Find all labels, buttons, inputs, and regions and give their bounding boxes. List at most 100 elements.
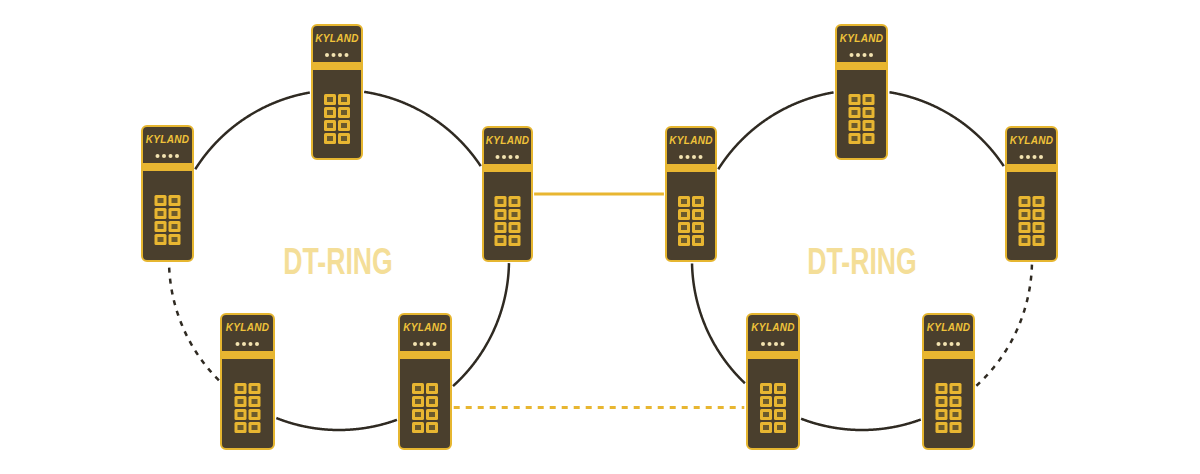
port-socket (695, 225, 701, 230)
status-led (345, 53, 349, 57)
port-socket (1036, 199, 1042, 204)
ethernet-port (324, 133, 336, 144)
ethernet-port (1019, 196, 1031, 207)
port-socket (512, 199, 518, 204)
brand-logo: KYLAND (1007, 135, 1056, 146)
ethernet-port (235, 396, 247, 407)
port-socket (238, 399, 244, 404)
status-led (781, 342, 785, 346)
status-led (496, 155, 500, 159)
port-socket (429, 412, 435, 417)
ethernet-port (678, 222, 690, 233)
accent-band (748, 351, 798, 359)
port-socket (158, 211, 164, 216)
ethernet-port (426, 422, 438, 433)
switch-face (837, 26, 886, 158)
port-socket (172, 224, 178, 229)
port-socket (777, 425, 783, 430)
ethernet-port (678, 209, 690, 220)
status-led (850, 53, 854, 57)
ring-link (976, 263, 1032, 386)
status-led (1026, 155, 1030, 159)
switch-face (1007, 128, 1056, 260)
ethernet-port (249, 383, 261, 394)
ethernet-port (950, 422, 962, 433)
port-socket (498, 212, 504, 217)
switch-node: KYLAND (1005, 126, 1058, 262)
brand-logo: KYLAND (667, 135, 715, 146)
port-socket (172, 198, 178, 203)
ethernet-port (774, 396, 786, 407)
port-socket (866, 123, 872, 128)
status-led (761, 342, 765, 346)
ethernet-port (1033, 209, 1045, 220)
port-socket (852, 110, 858, 115)
port-socket (327, 136, 333, 141)
port-socket (341, 97, 347, 102)
switch-node: KYLAND (311, 24, 363, 160)
status-led (1039, 155, 1043, 159)
ethernet-port (155, 208, 167, 219)
accent-band (924, 351, 973, 359)
switch-face (400, 315, 450, 448)
port-socket (158, 198, 164, 203)
ethernet-port (774, 409, 786, 420)
brand-logo: KYLAND (748, 322, 798, 333)
switch-face (143, 127, 192, 260)
ethernet-port (338, 120, 350, 131)
ethernet-port (692, 235, 704, 246)
ethernet-port (495, 235, 507, 246)
status-led (774, 342, 778, 346)
ethernet-port (849, 94, 861, 105)
ethernet-port (760, 409, 772, 420)
port-socket (953, 412, 959, 417)
ethernet-port (760, 422, 772, 433)
ethernet-port (936, 422, 948, 433)
port-socket (939, 386, 945, 391)
ethernet-port (863, 133, 875, 144)
port-socket (327, 110, 333, 115)
port-socket (429, 425, 435, 430)
port-socket (681, 212, 687, 217)
switch-node: KYLAND (141, 125, 194, 262)
port-socket (512, 238, 518, 243)
ethernet-port (495, 222, 507, 233)
port-socket (238, 425, 244, 430)
switch-node: KYLAND (220, 313, 275, 450)
ethernet-port (1019, 222, 1031, 233)
port-socket (327, 97, 333, 102)
status-led (325, 53, 329, 57)
port-socket (866, 97, 872, 102)
status-led (856, 53, 860, 57)
ethernet-port (692, 196, 704, 207)
ethernet-port (249, 422, 261, 433)
port-socket (695, 199, 701, 204)
brand-logo: KYLAND (837, 33, 886, 44)
ethernet-port (412, 396, 424, 407)
ethernet-port (169, 195, 181, 206)
status-led (950, 342, 954, 346)
ethernet-port (1033, 222, 1045, 233)
accent-band (222, 351, 273, 359)
switch-node: KYLAND (835, 24, 888, 160)
ethernet-port (936, 396, 948, 407)
ethernet-port (1019, 235, 1031, 246)
ring-link (454, 406, 745, 409)
ethernet-port (760, 383, 772, 394)
ethernet-port (338, 133, 350, 144)
accent-band (667, 164, 715, 172)
ethernet-port (249, 409, 261, 420)
port-socket (763, 386, 769, 391)
status-led (162, 154, 166, 158)
ethernet-port (849, 133, 861, 144)
port-socket (415, 412, 421, 417)
ring-label: DT-RING (283, 241, 393, 283)
status-led (413, 342, 417, 346)
port-socket (852, 123, 858, 128)
status-led (242, 342, 246, 346)
ethernet-port (509, 235, 521, 246)
ring-link (692, 263, 745, 383)
switch-face (924, 315, 973, 448)
ethernet-port (1033, 235, 1045, 246)
port-socket (1036, 212, 1042, 217)
